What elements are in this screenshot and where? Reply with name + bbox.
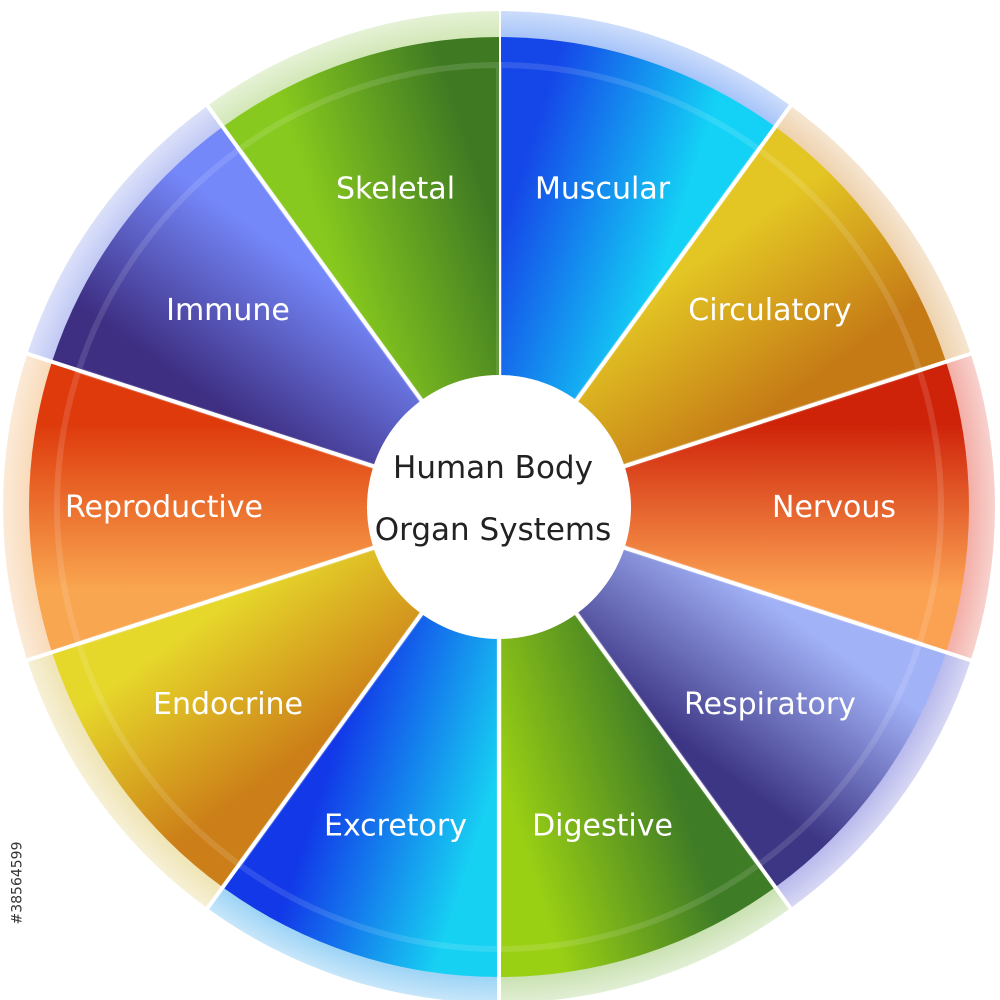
segment-highlight-muscular (496, 61, 763, 517)
segment-muscular (499, 37, 776, 507)
segment-highlight-excretory (235, 497, 502, 953)
segment-label-nervous: Nervous (772, 490, 896, 525)
segment-highlight-digestive (496, 497, 763, 953)
segment-label-muscular: Muscular (535, 171, 671, 206)
segment-label-endocrine: Endocrine (153, 687, 303, 722)
segment-highlight-immune (74, 145, 507, 513)
labels-layer: MuscularCirculatoryNervousRespiratoryDig… (65, 171, 896, 843)
segment-skeletal (222, 37, 500, 507)
segment-label-circulatory: Circulatory (688, 293, 851, 328)
segments-layer (3, 7, 995, 1000)
segment-highlight-endocrine (74, 501, 507, 869)
segment-label-immune: Immune (166, 293, 290, 328)
segment-immune (52, 126, 499, 507)
segment-label-respiratory: Respiratory (684, 687, 856, 722)
center-title-line2: Organ Systems (375, 512, 612, 548)
segment-endocrine (52, 507, 499, 888)
segment-label-digestive: Digestive (532, 809, 673, 844)
stock-image-id: #38564599 (9, 841, 25, 925)
center-hub (367, 375, 631, 639)
segment-nervous (499, 361, 970, 653)
segment-highlight-reproductive (53, 366, 509, 648)
segment-label-excretory: Excretory (324, 809, 467, 844)
segment-highlight-respiratory (491, 501, 924, 869)
segment-label-skeletal: Skeletal (336, 171, 455, 206)
segment-excretory (222, 507, 500, 977)
segment-reproductive (28, 361, 499, 653)
segment-respiratory (499, 507, 946, 888)
center-title-line1: Human Body (393, 450, 593, 486)
segment-highlight-nervous (489, 366, 945, 648)
segment-highlight-skeletal (235, 61, 502, 517)
segment-highlight-circulatory (491, 145, 924, 513)
segment-label-reproductive: Reproductive (65, 490, 263, 525)
segment-digestive (499, 507, 776, 977)
segment-circulatory (499, 126, 946, 507)
